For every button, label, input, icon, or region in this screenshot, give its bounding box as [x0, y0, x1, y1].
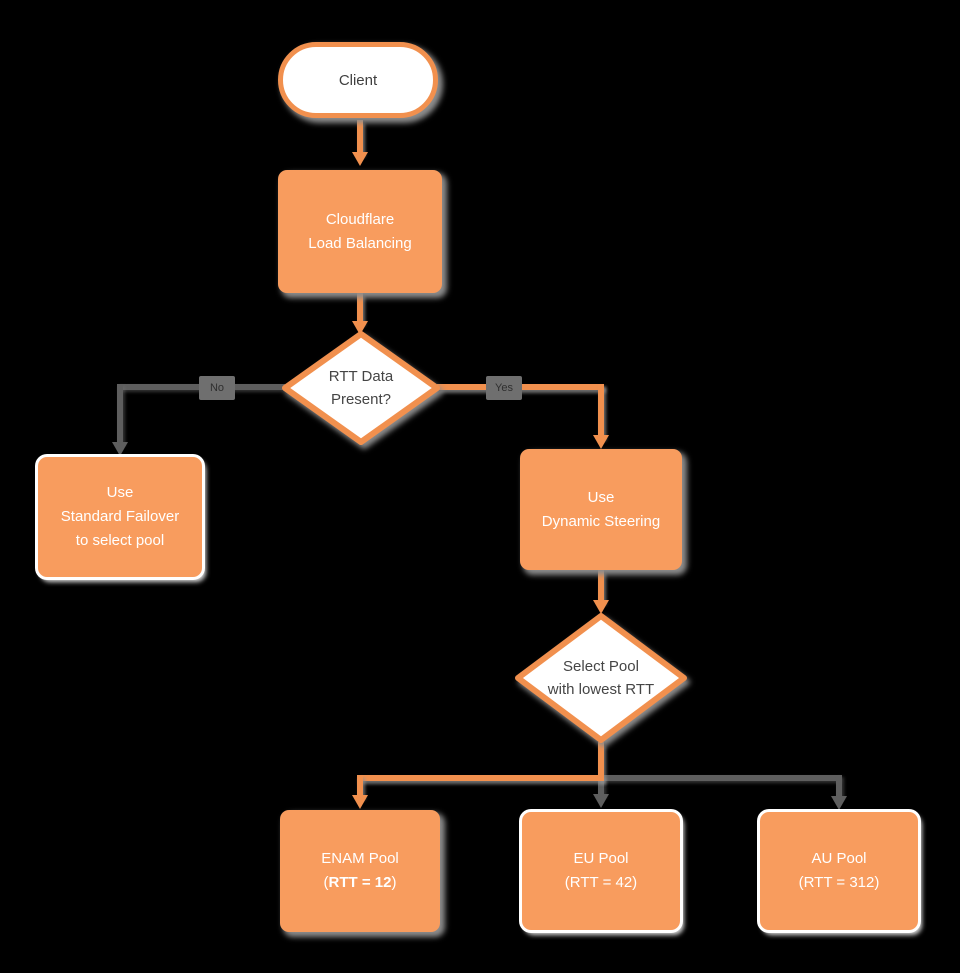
- node-pool-decision-shape: [515, 613, 687, 743]
- edge-to-eu-vertical-line: [598, 780, 604, 796]
- node-enam-pool: ENAM Pool (RTT = 12): [280, 810, 440, 932]
- edge-to-au-vertical-line: [836, 775, 842, 797]
- edge-to-enam-horizontal-line: [357, 775, 604, 781]
- node-standard-failover-line3: to select pool: [75, 532, 165, 549]
- arrowhead-standard-failover: [112, 442, 128, 456]
- node-standard-failover-line2: Standard Failover: [60, 508, 180, 525]
- arrowhead-enam-pool: [352, 795, 368, 809]
- node-dynamic-steering-line2: Dynamic Steering: [541, 512, 661, 530]
- node-enam-pool-line2: (RTT = 12): [323, 874, 397, 891]
- node-dynamic-steering-line1: Use: [587, 488, 615, 506]
- arrowhead-dynamic-steering: [593, 435, 609, 449]
- node-standard-failover: Use Standard Failover to select pool: [38, 457, 202, 577]
- node-standard-failover-line1: Use: [106, 484, 134, 501]
- node-au-pool-line1: AU Pool: [811, 850, 867, 867]
- node-pool-decision-line2: with lowest RTT: [547, 681, 655, 698]
- edge-label-no: No: [199, 376, 235, 400]
- node-enam-pool-line1: ENAM Pool: [321, 850, 399, 867]
- edge-yes-vertical-line: [598, 384, 604, 438]
- arrowhead-au-pool: [831, 796, 847, 810]
- node-rtt-decision-line1: RTT Data: [328, 368, 394, 385]
- enam-rtt-bold: RTT = 12: [328, 874, 392, 891]
- node-eu-pool: EU Pool (RTT = 42): [522, 812, 680, 930]
- arrowhead-pool-decision: [593, 600, 609, 614]
- edge-pool-down-line: [598, 742, 604, 781]
- node-client-label: Client: [338, 71, 378, 89]
- node-eu-pool-line2: (RTT = 42): [564, 874, 638, 891]
- node-pool-decision: Select Pool with lowest RTT: [512, 610, 690, 746]
- edge-to-enam-vertical-line: [357, 775, 363, 797]
- node-load-balancer-line1: Cloudflare: [325, 210, 395, 228]
- arrowhead-eu-pool: [593, 794, 609, 808]
- node-dynamic-steering: Use Dynamic Steering: [520, 449, 682, 570]
- edge-to-au-horizontal-line: [604, 775, 839, 781]
- node-rtt-decision: RTT Data Present?: [279, 328, 443, 448]
- node-rtt-decision-line2: Present?: [330, 391, 392, 408]
- node-load-balancer-line2: Load Balancing: [308, 234, 412, 252]
- node-au-pool: AU Pool (RTT = 312): [760, 812, 918, 930]
- edge-ds-to-pool-line: [598, 570, 604, 602]
- node-load-balancer: Cloudflare Load Balancing: [278, 170, 442, 293]
- arrowhead-rtt-decision: [352, 321, 368, 335]
- node-rtt-decision-shape: [282, 331, 440, 445]
- edge-no-vertical-line: [117, 384, 123, 444]
- edge-label-yes: Yes: [486, 376, 522, 400]
- node-eu-pool-line1: EU Pool: [573, 850, 629, 867]
- node-client: Client: [278, 42, 438, 118]
- arrowhead-load-balancer: [352, 152, 368, 166]
- node-au-pool-line2: (RTT = 312): [798, 874, 880, 891]
- edge-lb-to-rtt-line: [357, 293, 363, 323]
- node-pool-decision-line1: Select Pool: [563, 658, 639, 675]
- edge-client-to-lb-line: [357, 120, 363, 154]
